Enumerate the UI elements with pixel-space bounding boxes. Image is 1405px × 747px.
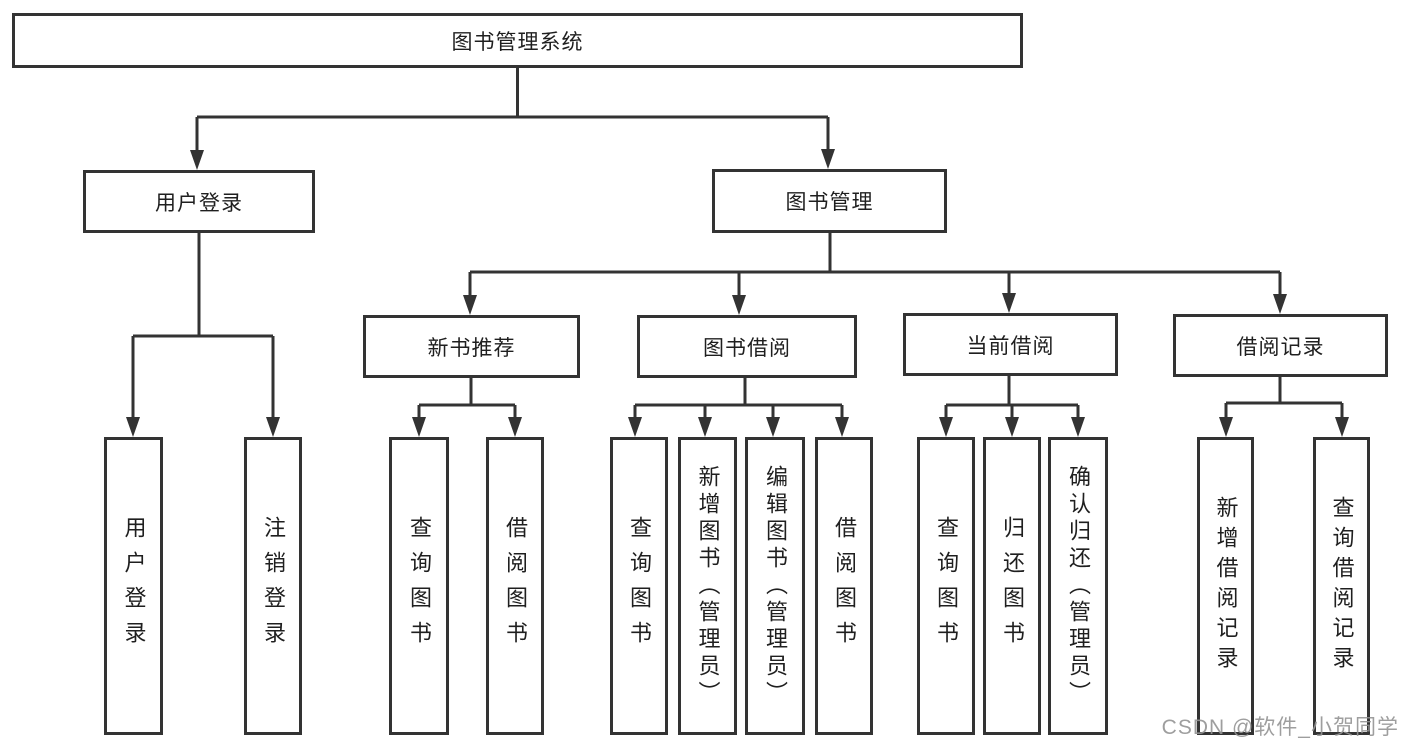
leaf-label: 编辑图书（管理员） [763, 464, 788, 708]
leaf-bb-query-books: 查询图书 [610, 437, 668, 735]
leaf-label: 查询借阅记录 [1329, 496, 1355, 676]
leaf-cb-confirm-return-admin: 确认归还（管理员） [1048, 437, 1108, 735]
node-label: 用户登录 [155, 191, 243, 215]
node-label: 图书借阅 [703, 336, 791, 360]
leaf-nbr-borrow-books: 借阅图书 [486, 437, 544, 735]
node-root-system: 图书管理系统 [12, 13, 1023, 68]
leaf-bb-edit-books-admin: 编辑图书（管理员） [745, 437, 805, 735]
node-user-login: 用户登录 [83, 170, 315, 233]
node-book-borrowing: 图书借阅 [637, 315, 857, 378]
leaf-logout: 注销登录 [244, 437, 302, 735]
leaf-bb-borrow-books: 借阅图书 [815, 437, 873, 735]
leaf-label: 用户登录 [121, 516, 147, 656]
node-borrow-records: 借阅记录 [1173, 314, 1388, 377]
node-label: 新书推荐 [427, 336, 516, 360]
leaf-label: 归还图书 [1000, 516, 1025, 656]
leaf-label: 查询图书 [934, 516, 959, 656]
leaf-user-login: 用户登录 [104, 437, 163, 735]
leaf-label: 借阅图书 [832, 516, 857, 656]
node-label: 图书管理系统 [451, 30, 584, 54]
node-new-book-recommend: 新书推荐 [363, 315, 580, 378]
leaf-br-add-record: 新增借阅记录 [1197, 437, 1254, 735]
leaf-br-query-record: 查询借阅记录 [1313, 437, 1370, 735]
leaf-bb-add-books-admin: 新增图书（管理员） [678, 437, 737, 735]
leaf-label: 新增图书（管理员） [695, 464, 721, 708]
node-label: 借阅记录 [1236, 335, 1325, 359]
leaf-label: 注销登录 [261, 516, 286, 656]
leaf-nbr-query-books: 查询图书 [389, 437, 449, 735]
leaf-label: 查询图书 [627, 516, 652, 656]
node-label: 图书管理 [785, 191, 874, 214]
leaf-cb-query-books: 查询图书 [917, 437, 975, 735]
leaf-label: 新增借阅记录 [1213, 496, 1239, 676]
csdn-watermark: CSDN @软件_小贺同学 [1161, 716, 1399, 739]
leaf-label: 确认归还（管理员） [1066, 464, 1091, 708]
node-current-borrowing: 当前借阅 [903, 313, 1118, 376]
node-label: 当前借阅 [966, 334, 1055, 358]
leaf-cb-return-books: 归还图书 [983, 437, 1041, 735]
leaf-label: 查询图书 [407, 516, 432, 656]
leaf-label: 借阅图书 [503, 516, 528, 656]
node-book-management: 图书管理 [712, 169, 947, 233]
